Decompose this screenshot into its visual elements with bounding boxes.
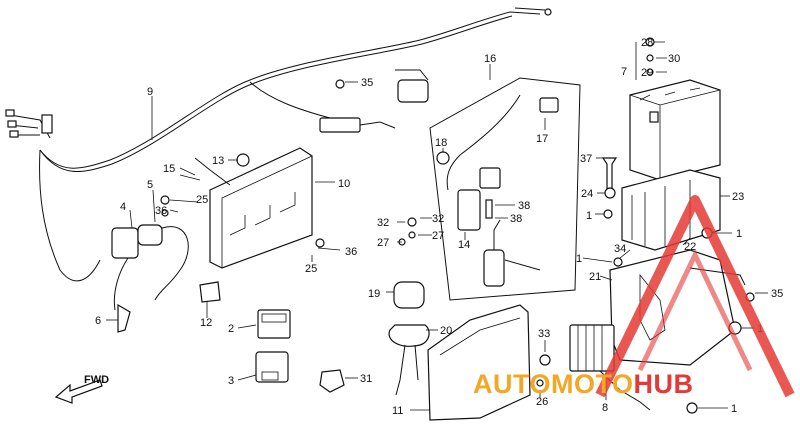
part-switch-assembly — [111, 224, 189, 333]
callout-labels: 9 4 5 6 15 13 10 25 36 36 25 35 12 2 3 3… — [95, 37, 783, 417]
callout-21: 21 — [589, 271, 601, 283]
part-cdi-box — [194, 147, 313, 303]
callout-27b: 27 — [432, 230, 444, 242]
callout-2: 2 — [228, 323, 234, 335]
callout-22: 22 — [684, 241, 696, 253]
part-coil-19-20 — [388, 281, 430, 396]
part-relay-3 — [255, 351, 289, 383]
callout-35b: 35 — [771, 288, 783, 300]
callout-4: 4 — [120, 201, 126, 213]
callout-19: 19 — [368, 288, 380, 300]
callout-18: 18 — [435, 137, 447, 149]
callout-23: 23 — [732, 191, 744, 203]
callout-32a: 32 — [377, 217, 389, 229]
callout-28: 28 — [641, 37, 653, 49]
callout-25a: 25 — [196, 194, 208, 206]
callout-17: 17 — [536, 133, 548, 145]
part-relay-2 — [257, 309, 291, 339]
leader-lines — [106, 41, 768, 411]
fwd-arrow: FWD — [54, 374, 109, 404]
callout-5: 5 — [147, 179, 153, 191]
watermark-text: AUTOMOTOHUB — [473, 369, 694, 399]
part-cover-11 — [427, 304, 531, 421]
callout-30: 30 — [668, 53, 680, 65]
callout-31: 31 — [360, 373, 372, 385]
callout-35a: 35 — [361, 77, 373, 89]
part-bracket-22 — [609, 227, 755, 366]
part-group-16 — [429, 77, 581, 301]
callout-14: 14 — [458, 239, 470, 251]
callout-11: 11 — [392, 405, 403, 417]
callout-24: 24 — [581, 188, 593, 200]
callout-33: 33 — [538, 328, 550, 340]
part-battery-box — [621, 169, 721, 251]
callout-12: 12 — [200, 317, 212, 329]
watermark-logo: AUTOMOTOHUB — [473, 195, 795, 399]
callout-9: 9 — [147, 86, 153, 98]
part-battery — [629, 37, 721, 181]
callout-36b: 36 — [345, 246, 357, 258]
fasteners — [160, 79, 623, 387]
fwd-label: FWD — [84, 374, 109, 386]
callout-25b: 25 — [305, 263, 317, 275]
callout-38a: 38 — [518, 200, 530, 212]
callout-13: 13 — [212, 155, 224, 167]
part-bolt-37 — [601, 157, 618, 191]
callout-38b: 38 — [510, 213, 522, 225]
callout-15: 15 — [163, 163, 175, 175]
callout-10: 10 — [338, 178, 350, 190]
callout-1b: 1 — [736, 228, 742, 240]
callout-1c: 1 — [576, 253, 582, 265]
callout-32b: 32 — [432, 213, 444, 225]
callout-3: 3 — [228, 375, 234, 387]
callout-16: 16 — [484, 53, 496, 65]
callout-27a: 27 — [377, 237, 389, 249]
callout-26: 26 — [536, 396, 548, 408]
wire-harness — [5, 7, 552, 282]
part-washer-24 — [603, 187, 616, 219]
callout-1e: 1 — [731, 403, 737, 415]
callout-1a: 1 — [586, 210, 592, 222]
callout-36a: 36 — [155, 205, 167, 217]
callout-37: 37 — [580, 153, 592, 165]
callout-29: 29 — [641, 67, 653, 79]
callout-8: 8 — [602, 402, 608, 414]
callout-7: 7 — [621, 66, 627, 78]
callout-20: 20 — [440, 325, 452, 337]
callout-34: 34 — [614, 243, 626, 255]
part-clamp-31 — [319, 369, 345, 393]
callout-6: 6 — [95, 315, 101, 327]
